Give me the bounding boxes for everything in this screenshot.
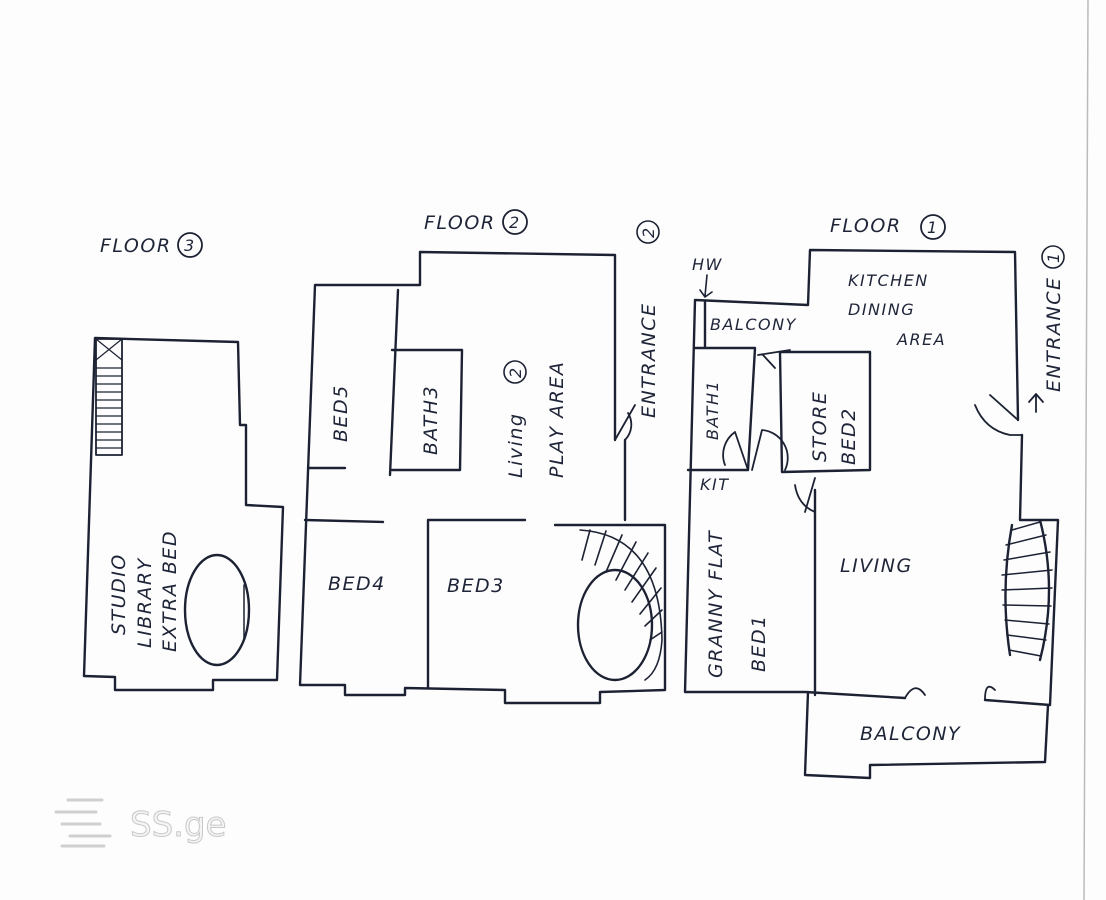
floor-2-number: 2	[509, 213, 521, 232]
floor-2-number-circle	[502, 209, 528, 235]
floor-1-room-store: STORE	[809, 391, 831, 462]
watermark-logo: SS.ge	[54, 798, 227, 848]
floor-2-title: FLOOR	[424, 212, 496, 234]
floor-3-spiral-stair	[183, 553, 251, 667]
floor-2-room-bed5: BED5	[330, 384, 352, 442]
floor-1-room-kitchen: KITCHEN	[848, 271, 929, 290]
floor-1-number-circle	[920, 214, 946, 240]
floor-3-plan: FLOOR 3 STUDIO LIBRARY EXTRA BED	[82, 232, 285, 692]
floor-2-plan: FLOOR 2 ENTRANCE 2 BED5 BATH3 Living 2 P…	[298, 209, 667, 705]
floor-1-room-granny-flat: GRANNY FLAT	[705, 530, 727, 678]
floor-1-balcony-walls	[803, 690, 1050, 780]
floor-3-room-library: LIBRARY	[134, 557, 156, 648]
floor-1-room-bath1: BATH1	[703, 380, 722, 440]
floor-3-number: 3	[184, 236, 196, 255]
floor-2-living-number: 2	[506, 366, 525, 378]
floor-2-entrance-number: 2	[639, 226, 658, 238]
floor-1-entrance-number-circle	[1041, 245, 1065, 269]
floor-3-title: FLOOR	[100, 235, 172, 257]
floor-2-room-bath3: BATH3	[420, 385, 442, 455]
floor-2-room-bed3: BED3	[447, 575, 505, 597]
floor-2-room-bed4: BED4	[328, 573, 386, 595]
floor-1-entrance-number: 1	[1044, 251, 1063, 263]
paper-edge	[1083, 0, 1089, 900]
floor-2-room-living: Living	[505, 413, 527, 479]
floor-2-spiral-stair	[576, 529, 663, 682]
floor-3-staircase	[95, 338, 123, 456]
floor-1-room-balcony-bottom: BALCONY	[860, 723, 961, 745]
watermark-text: SS.ge	[130, 805, 226, 845]
floor-2-entrance-label: ENTRANCE	[638, 302, 660, 418]
floor-1-room-bed2: BED2	[838, 407, 860, 465]
floor-1-room-kit: KIT	[700, 475, 729, 494]
floor-1-number: 1	[927, 218, 939, 237]
floor-1-room-bed1: BED1	[748, 614, 770, 672]
floor-3-room-extra-bed: EXTRA BED	[159, 530, 181, 652]
floor-2-living-number-circle	[503, 360, 527, 384]
logo-lines-icon	[54, 798, 112, 848]
floor-1-room-living: LIVING	[840, 555, 913, 577]
floor-1-hot-water-label: HW	[692, 255, 723, 274]
floor-2-interior-walls	[303, 288, 527, 690]
floor-1-entrance-label: ENTRANCE	[1043, 276, 1065, 392]
floor-2-entrance-door	[614, 404, 636, 441]
floor-3-room-studio: STUDIO	[108, 553, 130, 635]
floor-1-curved-stair	[1001, 518, 1053, 662]
floor-2-room-play-area: PLAY AREA	[546, 361, 568, 478]
floor-2-walls	[298, 250, 667, 705]
floor-2-entrance-number-circle	[636, 220, 660, 244]
floor-3-walls	[82, 336, 285, 692]
floor-3-number-circle	[177, 232, 203, 258]
floor-1-room-dining: DINING	[848, 300, 915, 319]
floor-1-walls	[683, 248, 1060, 707]
floor-1-interior-walls	[686, 300, 872, 697]
floor-1-title: FLOOR	[830, 215, 902, 237]
floor-1-doors	[722, 349, 1023, 701]
entrance-arrow-icon	[1028, 393, 1044, 413]
floor-1-plan: FLOOR 1 HW BALCONY KITCHEN DINING AREA B…	[683, 214, 1065, 780]
floor-1-room-area: AREA	[896, 330, 946, 349]
hot-water-arrow-icon	[699, 274, 713, 298]
floor-1-room-balcony-top: BALCONY	[710, 315, 797, 334]
